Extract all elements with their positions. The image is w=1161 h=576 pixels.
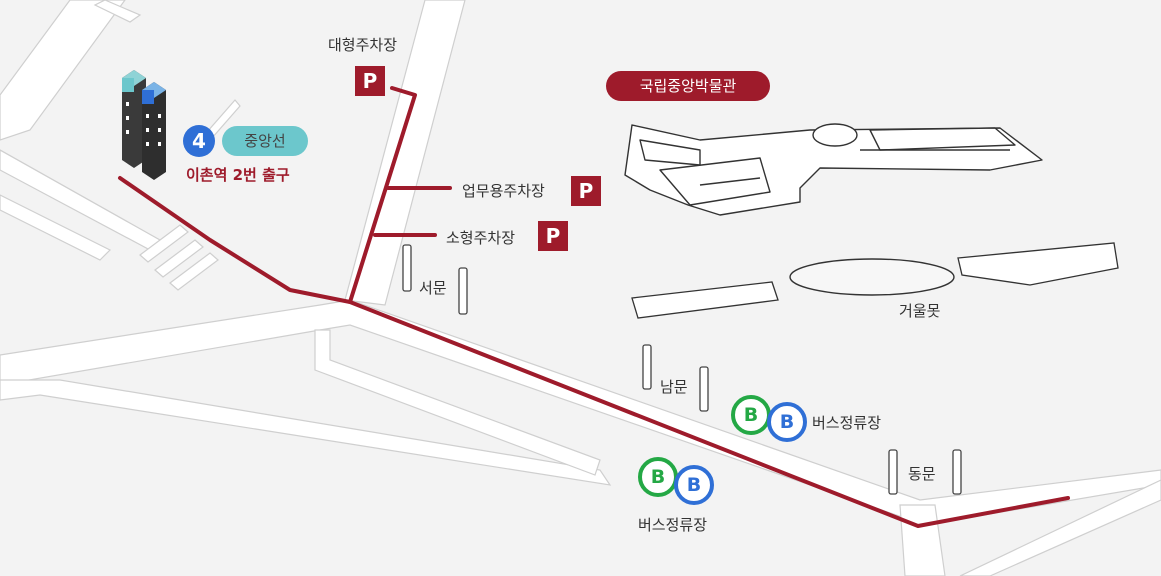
subway-line-number-icon: 4 — [183, 125, 215, 157]
bus-stop-label-1: 버스정류장 — [812, 414, 882, 432]
subway-line-name-badge: 중앙선 — [222, 126, 308, 156]
subway-station-building-icon — [122, 70, 166, 180]
west-gate-label: 서문 — [419, 279, 447, 297]
bus-stop-icon: B — [638, 457, 678, 497]
large-parking-label: 대형주차장 — [328, 36, 398, 54]
parking-icon: P — [355, 66, 385, 96]
walking-route — [118, 86, 1070, 528]
museum-building-icon — [624, 123, 1043, 216]
business-parking-label: 업무용주차장 — [462, 182, 545, 200]
pond-shape — [789, 258, 955, 296]
bus-stop-icon: B — [674, 465, 714, 505]
gate-pillars — [402, 244, 962, 495]
museum-label-badge: 국립중앙박물관 — [606, 71, 770, 101]
subway-exit-label: 이촌역 2번 출구 — [186, 166, 290, 184]
parking-icon: P — [571, 176, 601, 206]
small-parking-label: 소형주차장 — [446, 229, 516, 247]
pond-label: 거울못 — [899, 302, 941, 320]
bus-stop-label-2: 버스정류장 — [638, 516, 708, 534]
south-gate-label: 남문 — [660, 378, 688, 396]
small-buildings — [631, 242, 1119, 319]
east-gate-label: 동문 — [908, 465, 936, 483]
bus-stop-icon: B — [731, 395, 771, 435]
bus-stop-icon: B — [767, 402, 807, 442]
parking-icon: P — [538, 221, 568, 251]
